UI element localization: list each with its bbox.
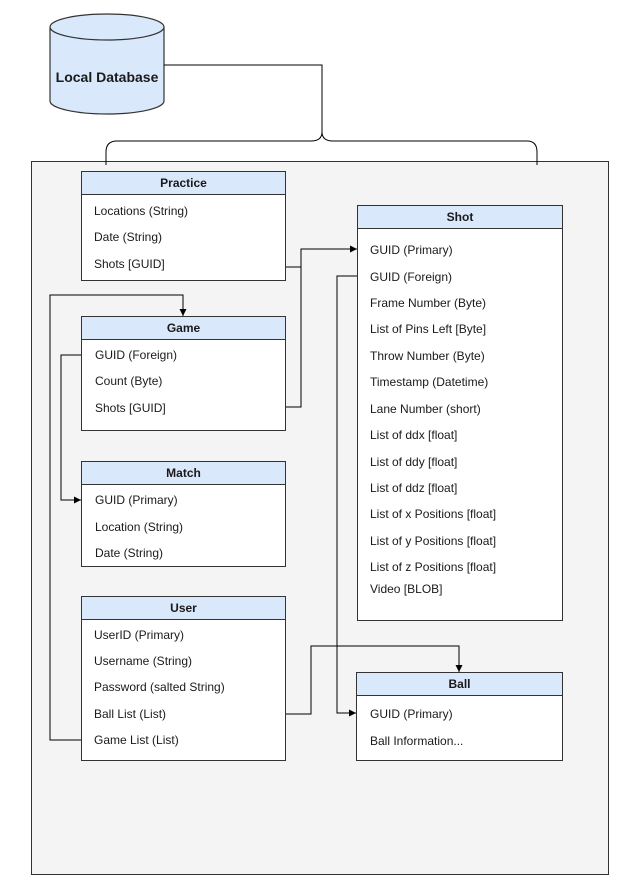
- table-ball: Ball GUID (Primary) Ball Information...: [356, 672, 563, 761]
- field-row: Throw Number (Byte): [370, 349, 485, 363]
- field-row: List of y Positions [float]: [370, 534, 497, 548]
- field-row: GUID (Foreign): [370, 270, 453, 284]
- field-row: List of Pins Left [Byte]: [370, 322, 487, 336]
- field-row: Ball List (List): [94, 707, 167, 721]
- user-balllist-to-ball-link: [286, 645, 463, 715]
- field-row: Location (String): [95, 520, 184, 534]
- table-shot: Shot GUID (Primary) GUID (Foreign) Frame…: [357, 205, 563, 621]
- field-row: Date (String): [95, 546, 164, 560]
- field-row: Video [BLOB]: [370, 582, 443, 596]
- field-row: Game List (List): [94, 733, 179, 747]
- user-gamelist-to-game-link: [49, 294, 187, 741]
- field-row: GUID (Primary): [95, 493, 178, 507]
- field-row: Timestamp (Datetime): [370, 375, 489, 389]
- field-row: Shots [GUID]: [95, 401, 166, 415]
- table-practice: Practice Locations (String) Date (String…: [81, 171, 286, 281]
- field-row: Locations (String): [94, 204, 189, 218]
- field-row: GUID (Primary): [370, 707, 453, 721]
- table-title: Shot: [358, 206, 562, 229]
- field-row: Shots [GUID]: [94, 257, 165, 271]
- field-row: List of ddx [float]: [370, 428, 458, 442]
- table-title: Practice: [82, 172, 285, 195]
- table-user: User UserID (Primary) Username (String) …: [81, 596, 286, 761]
- game-foreign-to-match-link: [60, 354, 81, 504]
- table-match: Match GUID (Primary) Location (String) D…: [81, 461, 286, 567]
- table-title: User: [82, 597, 285, 620]
- field-row: Count (Byte): [95, 374, 163, 388]
- game-shots-to-shot-link: [286, 249, 302, 408]
- table-title: Game: [82, 317, 285, 340]
- table-title: Ball: [357, 673, 562, 696]
- field-row: Date (String): [94, 230, 163, 244]
- field-row: List of ddz [float]: [370, 481, 458, 495]
- field-row: List of z Positions [float]: [370, 560, 497, 574]
- field-row: Username (String): [94, 654, 193, 668]
- database-link: [164, 64, 323, 135]
- table-title: Match: [82, 462, 285, 485]
- database-label: Local Database: [55, 69, 159, 85]
- field-row: Password (salted String): [94, 680, 225, 694]
- field-row: Lane Number (short): [370, 402, 481, 416]
- field-row: Ball Information...: [370, 734, 464, 748]
- field-row: Frame Number (Byte): [370, 296, 487, 310]
- field-row: UserID (Primary): [94, 628, 184, 642]
- shot-foreign-to-ball-link: [336, 275, 357, 717]
- field-row: GUID (Primary): [370, 243, 453, 257]
- database-cylinder-icon: [49, 13, 165, 115]
- container-brace: [105, 131, 538, 165]
- field-row: List of x Positions [float]: [370, 507, 497, 521]
- field-row: List of ddy [float]: [370, 455, 458, 469]
- table-game: Game GUID (Foreign) Count (Byte) Shots […: [81, 316, 286, 431]
- practice-shots-to-shot-link: [286, 245, 357, 268]
- field-row: GUID (Foreign): [95, 348, 178, 362]
